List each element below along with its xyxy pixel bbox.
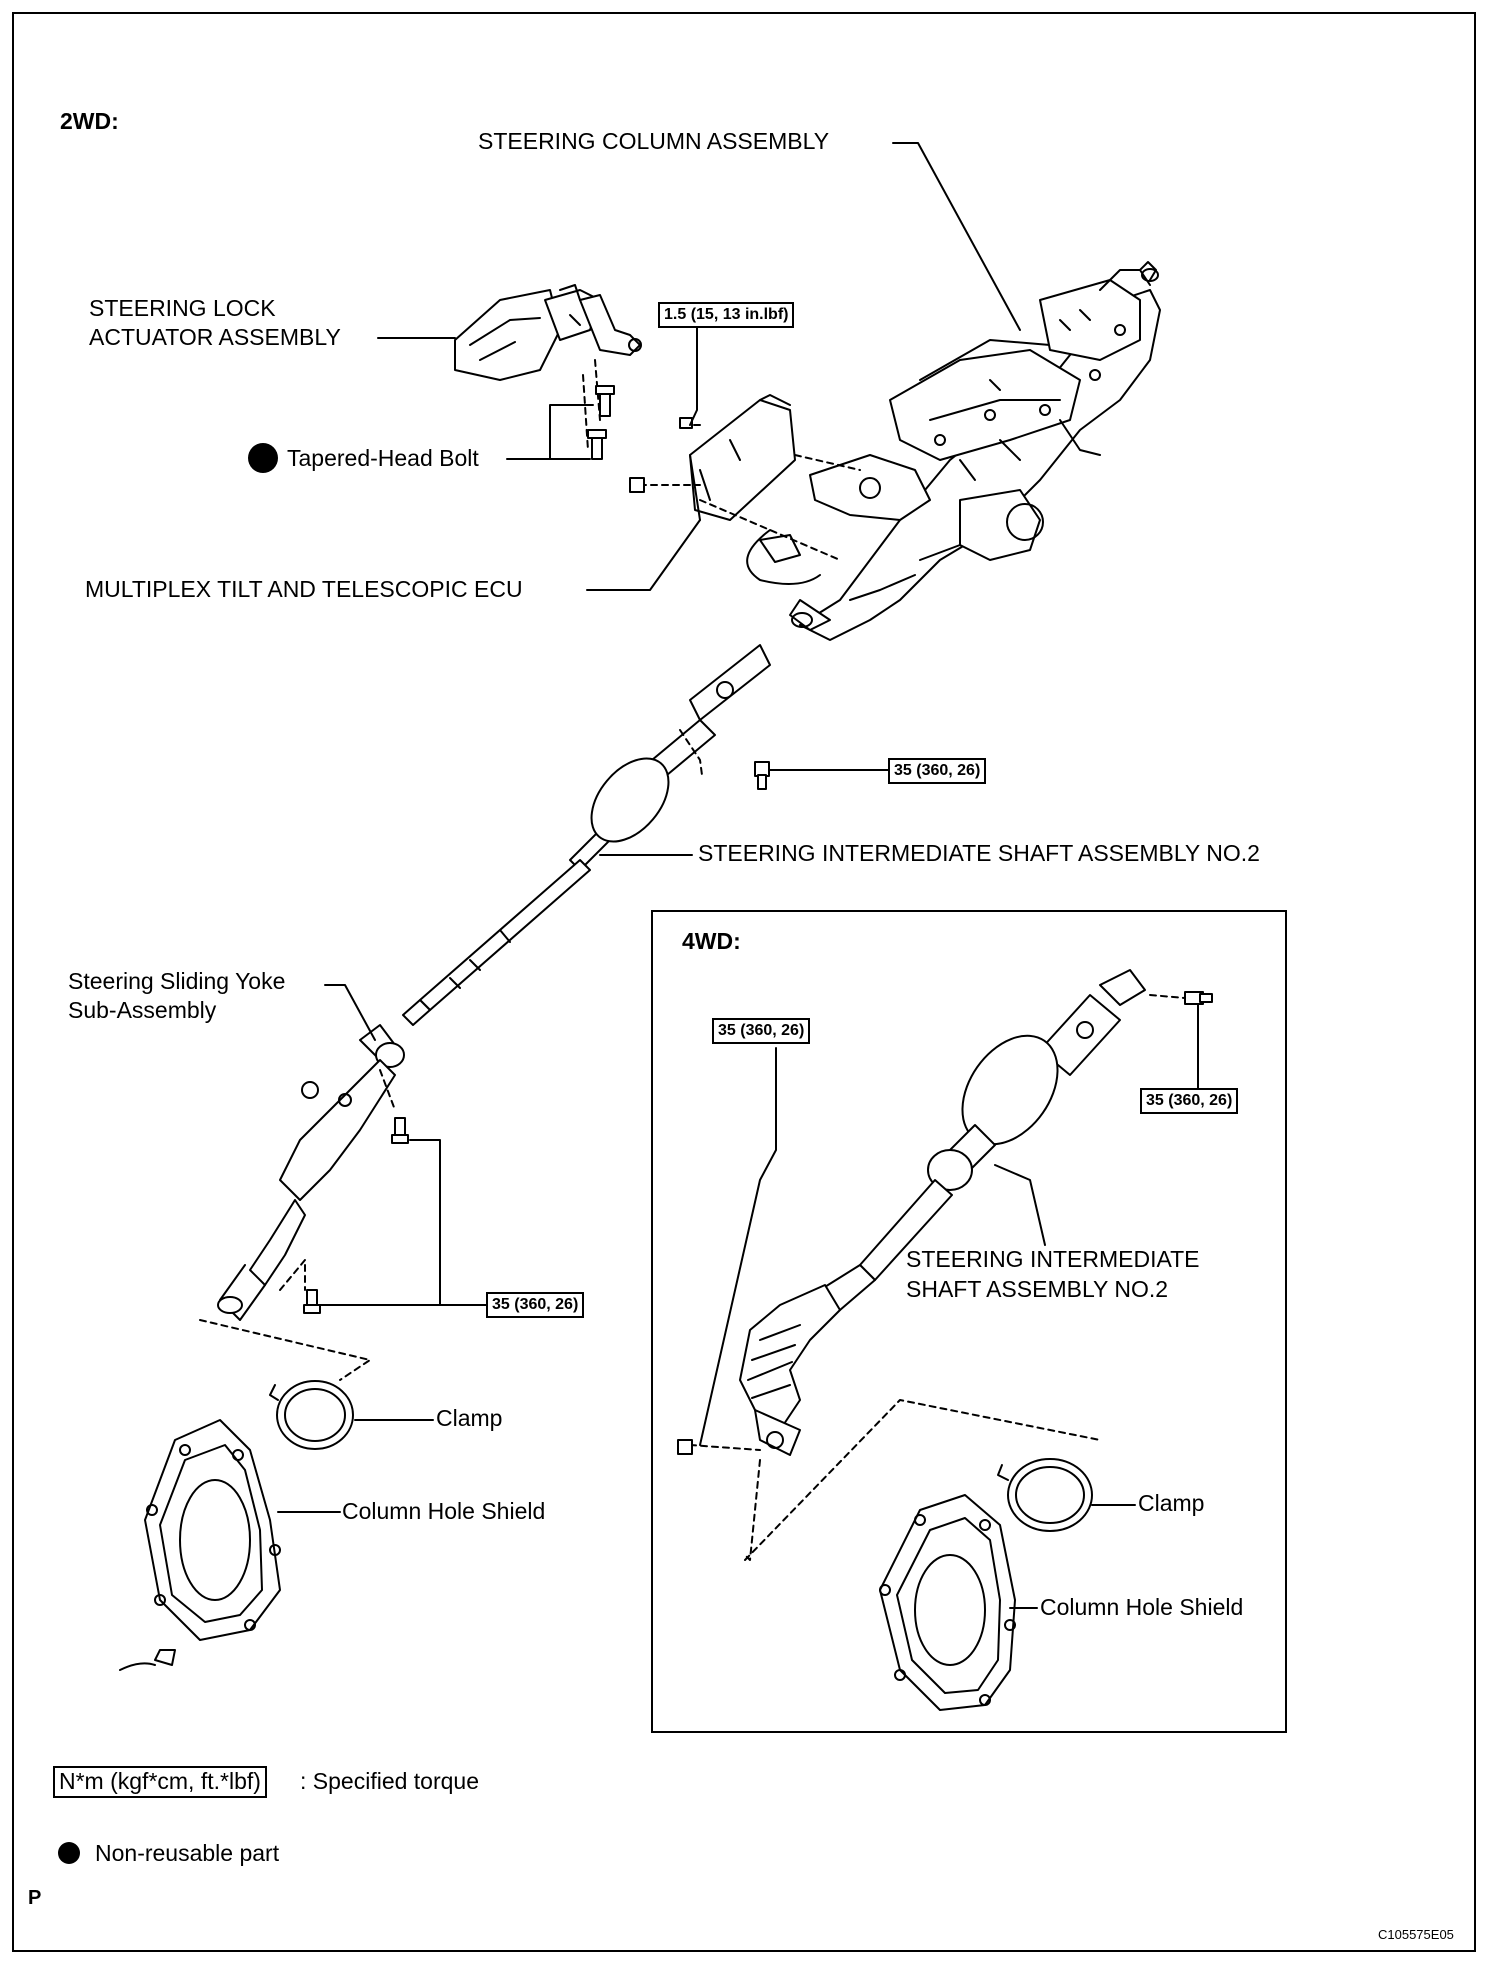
steering-lock-actuator-drawing — [454, 284, 642, 381]
clamp-2wd-drawing — [269, 1380, 354, 1450]
column-hole-shield-4wd-drawing — [879, 1494, 1016, 1711]
clamp-2wd-label: Clamp — [436, 1405, 503, 1431]
diagram-frame — [12, 12, 1476, 1952]
sliding-yoke-label-line2: Sub-Assembly — [68, 997, 217, 1023]
intermediate-shaft-2wd-label: STEERING INTERMEDIATE SHAFT ASSEMBLY NO.… — [698, 840, 1260, 866]
clamp-4wd-label: Clamp — [1138, 1490, 1205, 1516]
section-4wd-label: 4WD: — [682, 928, 741, 954]
section-4wd-box — [651, 910, 1287, 1733]
column-hole-shield-2wd-label: Column Hole Shield — [342, 1498, 546, 1524]
non-reusable-dot-icon — [248, 443, 278, 473]
tapered-head-bolts-drawing — [582, 359, 615, 460]
steering-column-assembly — [789, 261, 1161, 641]
page-mark: P — [28, 1887, 42, 1909]
legend-non-reusable-dot-icon — [58, 1842, 80, 1864]
column-hole-shield-4wd-label: Column Hole Shield — [1040, 1594, 1244, 1620]
leader-lines — [277, 142, 1199, 1609]
intermediate-shaft-4wd-label-line1: STEERING INTERMEDIATE — [906, 1246, 1200, 1272]
torque-box-ecu: 1.5 (15, 13 in.lbf) — [658, 302, 795, 328]
figure-id: C105575E05 — [1378, 1927, 1454, 1942]
intermediate-shaft-2wd-drawing — [402, 644, 771, 1026]
multiplex-ecu-drawing — [629, 394, 861, 585]
sliding-yoke-drawing — [199, 1024, 409, 1381]
multiplex-ecu-label: MULTIPLEX TILT AND TELESCOPIC ECU — [85, 576, 523, 602]
legend-torque-text: : Specified torque — [300, 1768, 480, 1794]
steering-column-assembly-label: STEERING COLUMN ASSEMBLY — [478, 128, 830, 154]
intermediate-shaft-4wd-label-line2: SHAFT ASSEMBLY NO.2 — [906, 1276, 1169, 1302]
legend-torque-unit-box: N*m (kgf*cm, ft.*lbf) — [53, 1766, 267, 1798]
sliding-yoke-label-line1: Steering Sliding Yoke — [68, 968, 286, 994]
torque-box-4wd-right: 35 (360, 26) — [1140, 1088, 1239, 1114]
column-hole-shield-2wd-drawing — [119, 1419, 281, 1671]
torque-box-shaft-2wd: 35 (360, 26) — [888, 758, 987, 784]
torque-box-yoke-2wd: 35 (360, 26) — [486, 1292, 585, 1318]
steering-lock-label-line2: ACTUATOR ASSEMBLY — [89, 324, 341, 350]
torque-box-4wd-left: 35 (360, 26) — [712, 1018, 811, 1044]
tapered-head-bolt-label: Tapered-Head Bolt — [287, 445, 479, 471]
steering-lock-label-line1: STEERING LOCK — [89, 295, 276, 321]
clamp-4wd-drawing — [744, 1399, 1101, 1561]
intermediate-shaft-4wd-drawing — [677, 969, 1213, 1561]
section-2wd-label: 2WD: — [60, 108, 119, 134]
legend-non-reusable-text: Non-reusable part — [95, 1840, 280, 1866]
